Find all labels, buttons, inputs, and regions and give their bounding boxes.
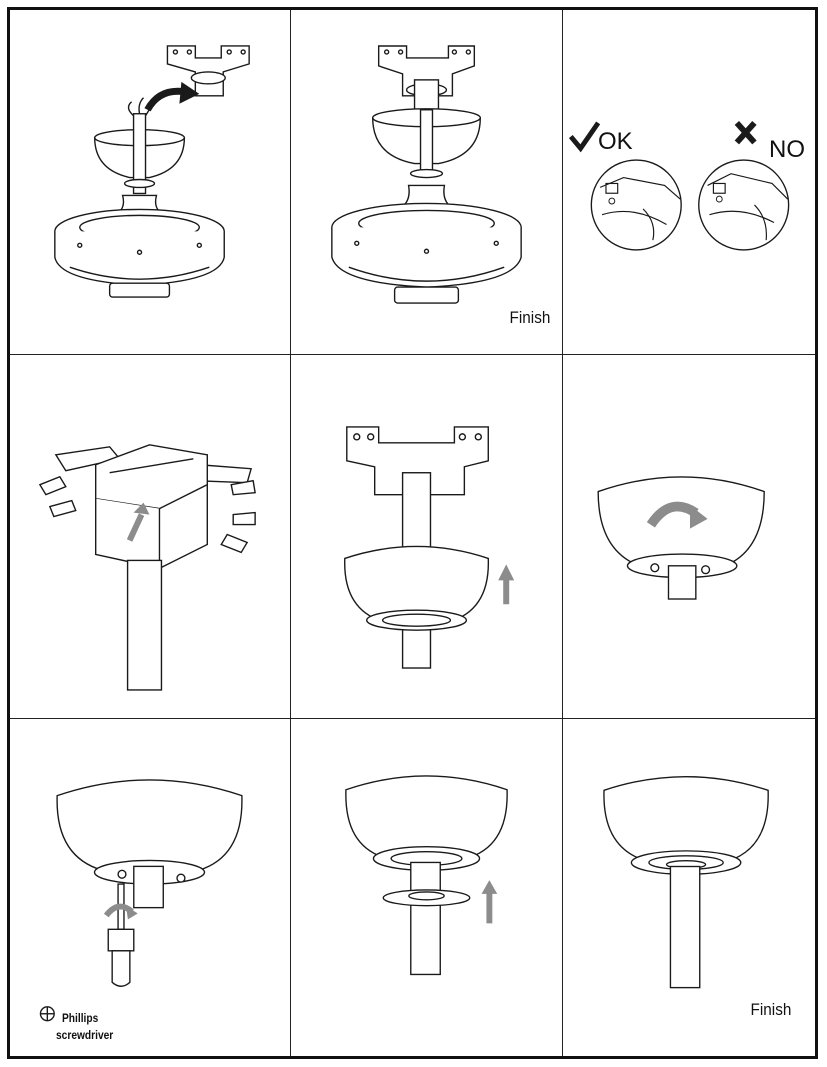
ok-label: OK: [598, 128, 633, 155]
panel-8-illustration: [345, 775, 508, 976]
panel-1-wire-feed: [10, 10, 291, 355]
panel-8-raise-trim-ring: [291, 719, 563, 1056]
panel-1-illustration: [54, 45, 250, 298]
panel-9-finished: Finish: [563, 719, 815, 1056]
tool-name-label: Phillips: [62, 1011, 99, 1025]
cross-icon: [734, 120, 757, 145]
instruction-grid: Finish: [7, 7, 818, 1059]
panel-5-raise-canopy: [291, 355, 563, 719]
panel-3-ok-no-detail: OK NO: [563, 10, 815, 355]
panel-7-tighten-screws: Phillips screwdriver: [10, 719, 291, 1056]
panel-7-illustration: [39, 779, 243, 1022]
finish-label: Finish: [750, 1000, 791, 1019]
tool-type-label: screwdriver: [56, 1028, 114, 1042]
panel-2-illustration: [331, 45, 522, 304]
panel-3-illustration: [568, 120, 790, 251]
panel-9-illustration: [603, 775, 769, 989]
finish-label: Finish: [509, 308, 550, 327]
no-label: NO: [769, 136, 805, 163]
panel-5-illustration: [344, 426, 515, 669]
phillips-head-icon: [39, 1006, 55, 1022]
panel-2-hang-assembly: Finish: [291, 10, 563, 355]
panel-6-illustration: [597, 476, 765, 600]
check-icon: [568, 121, 601, 153]
panel-4-wire-connections: [10, 355, 291, 719]
panel-4-illustration: [38, 444, 256, 691]
panel-6-rotate-canopy: [563, 355, 815, 719]
